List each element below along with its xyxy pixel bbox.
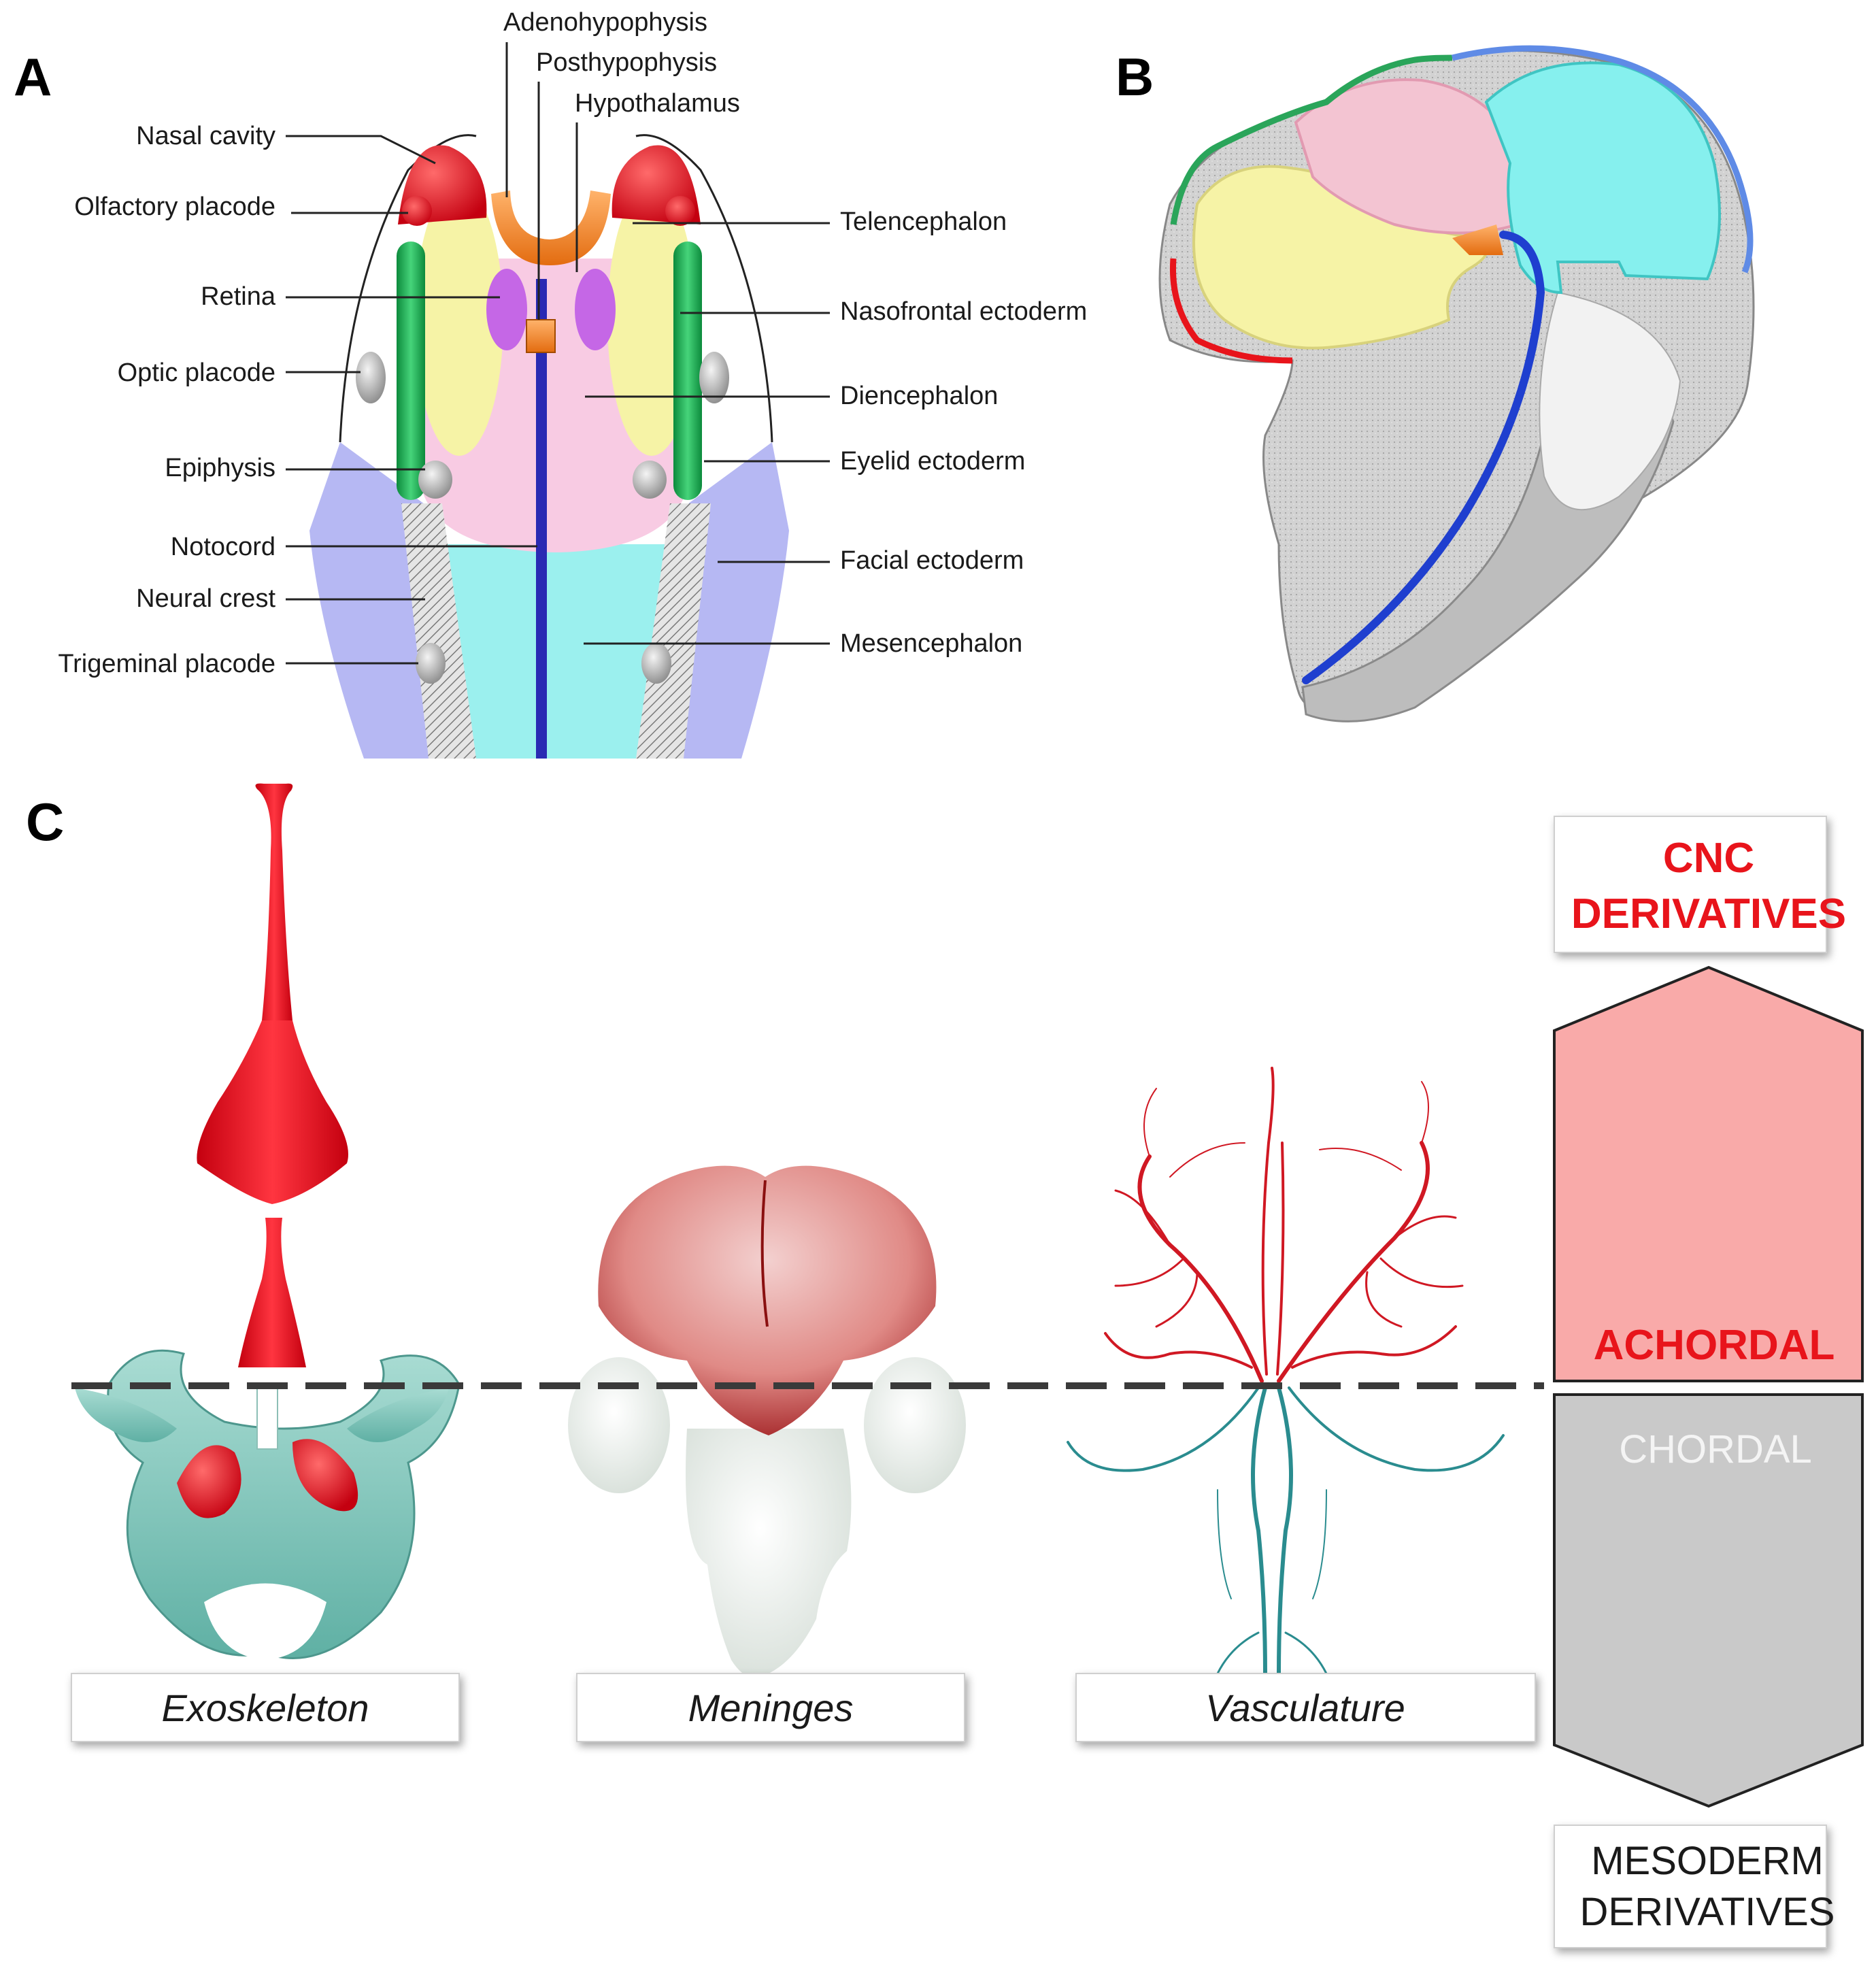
label-optic-placode: Optic placode <box>118 359 275 387</box>
trigeminal-placode-left <box>416 643 446 684</box>
retina-left <box>486 269 527 350</box>
cnc-derivatives-box: CNC DERIVATIVES <box>1554 816 1846 953</box>
label-adenohypophysis: Adenohypophysis <box>503 8 707 37</box>
telencephalon-sagittal <box>1192 165 1488 350</box>
exoskeleton-red-lower <box>238 1218 306 1367</box>
notochord-sagittal <box>1302 231 1545 684</box>
exoskeleton-red-right <box>292 1439 358 1512</box>
exoskeleton-label: Exoskeleton <box>161 1686 369 1729</box>
vasculature-figure <box>1067 1067 1505 1676</box>
label-neural-crest: Neural crest <box>136 584 275 613</box>
border-blue <box>1451 45 1754 273</box>
label-nasofrontal-ectoderm: Nasofrontal ectoderm <box>840 297 1087 326</box>
telencephalon-left <box>415 184 503 456</box>
optic-placode-right <box>699 352 729 403</box>
label-posthypophysis: Posthypophysis <box>536 48 717 77</box>
vasculature-box: Vasculature <box>1075 1673 1536 1742</box>
orange-hypophysis-sagittal <box>1452 224 1503 255</box>
panel-b: B <box>1116 45 1755 722</box>
neural-crest-left <box>401 503 476 759</box>
exoskeleton-red-bulb <box>197 1020 348 1204</box>
cnc-line1: CNC <box>1663 835 1754 882</box>
label-retina: Retina <box>201 282 276 311</box>
mesoderm-derivatives-box: MESODERM DERIVATIVES <box>1554 1825 1835 1948</box>
exoskeleton-keyhole <box>256 1387 278 1450</box>
panel-c-letter: C <box>26 792 64 852</box>
label-hypothalamus: Hypothalamus <box>575 89 740 118</box>
label-olfactory-placode: Olfactory placode <box>74 193 275 221</box>
mesoderm-line2: DERIVATIVES <box>1580 1890 1835 1934</box>
meninges-figure <box>568 1165 966 1678</box>
exoskeleton-box: Exoskeleton <box>71 1673 460 1742</box>
label-nasal-cavity: Nasal cavity <box>136 122 275 150</box>
achordal-block <box>1553 965 1864 1382</box>
retina-right <box>575 269 616 350</box>
meninges-box: Meninges <box>576 1673 965 1742</box>
vasculature-red-vessels <box>1104 1067 1464 1383</box>
mesencephalon-sagittal <box>1484 61 1721 295</box>
head-outline <box>339 134 773 443</box>
label-mesencephalon: Mesencephalon <box>840 629 1022 658</box>
optic-placode-left <box>356 352 386 403</box>
exoskeleton-red-stalk <box>255 783 293 1020</box>
inner-white-region <box>1539 291 1681 511</box>
vasculature-label: Vasculature <box>1205 1686 1405 1729</box>
label-notocord: Notocord <box>171 533 275 561</box>
olfactory-placode-left <box>402 196 432 226</box>
exoskeleton-opening <box>204 1583 326 1660</box>
nasofrontal-ectoderm-right <box>673 242 702 500</box>
exoskeleton-red-left <box>177 1445 241 1518</box>
achordal-label: ACHORDAL <box>1594 1322 1835 1369</box>
cnc-line2: DERIVATIVES <box>1571 891 1846 937</box>
adenohypophysis-shape <box>491 190 611 265</box>
olfactory-placode-right <box>665 196 695 226</box>
meninges-midline <box>760 1180 769 1327</box>
chordal-label: CHORDAL <box>1619 1427 1812 1471</box>
exoskeleton-left-wing <box>75 1388 177 1442</box>
meninges-cerebellum-left <box>568 1357 670 1493</box>
vasculature-teal-vessels <box>1067 1386 1505 1676</box>
nasofrontal-ectoderm-left <box>397 242 425 500</box>
exoskeleton-right-wing <box>347 1388 449 1442</box>
neural-crest-right <box>636 503 711 759</box>
label-diencephalon: Diencephalon <box>840 382 998 410</box>
notocord <box>536 279 547 759</box>
label-eyelid-ectoderm: Eyelid ectoderm <box>840 447 1025 476</box>
panel-a-letter: A <box>14 47 52 107</box>
border-green <box>1170 54 1453 225</box>
label-facial-ectoderm: Facial ectoderm <box>840 546 1024 575</box>
panel-b-letter: B <box>1116 47 1154 107</box>
meninges-label: Meninges <box>688 1686 854 1729</box>
meninges-cerebellum-right <box>864 1357 966 1493</box>
leader-nasal-cavity <box>286 135 436 165</box>
trigeminal-placode-right <box>641 643 671 684</box>
epiphysis-left <box>418 461 452 499</box>
meninges-cerebrum <box>598 1165 937 1435</box>
posthypophysis-box <box>526 319 556 353</box>
label-epiphysis: Epiphysis <box>165 454 275 482</box>
mesencephalon-region <box>442 544 670 759</box>
meninges-brainstem <box>686 1429 852 1678</box>
exoskeleton-figure <box>75 783 460 1660</box>
chordal-block <box>1553 1393 1864 1808</box>
mesoderm-line1: MESODERM <box>1591 1839 1824 1883</box>
label-telencephalon: Telencephalon <box>840 207 1007 236</box>
panel-c: C <box>26 783 1864 1948</box>
label-trigeminal-placode: Trigeminal placode <box>58 650 275 678</box>
panel-a: A <box>14 8 1087 759</box>
epiphysis-right <box>633 461 667 499</box>
border-red <box>1169 258 1293 364</box>
